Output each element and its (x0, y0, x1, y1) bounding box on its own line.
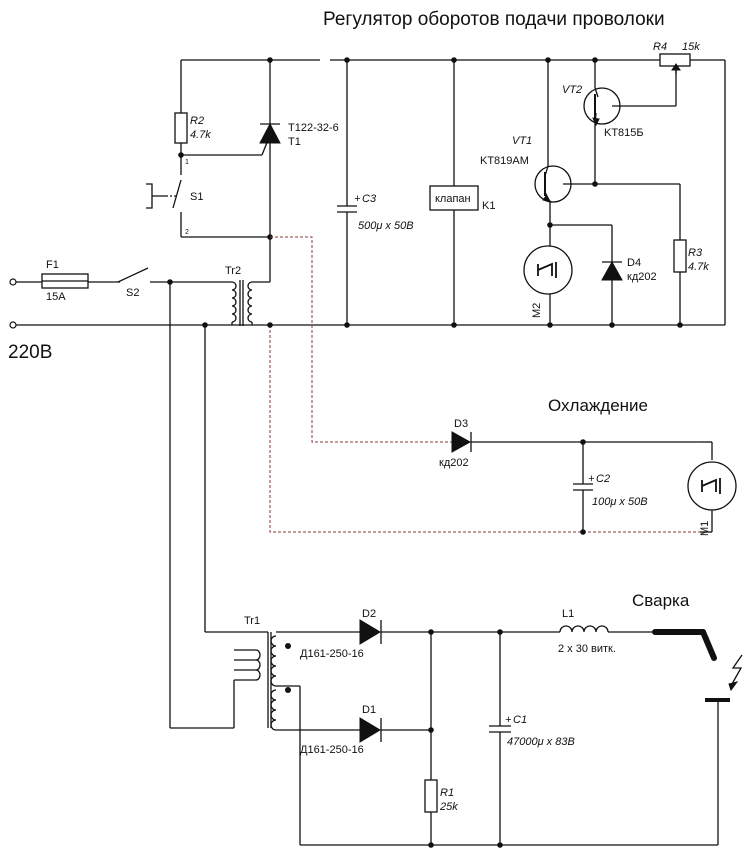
c2-value: 100μ x 50B (592, 496, 648, 508)
mains-terminal-bottom (9, 321, 17, 329)
transistor-vt1: VT1 KT819AM (480, 60, 595, 226)
c3-value: 500μ x 50B (358, 220, 414, 232)
s1-pin1: 1 (185, 159, 189, 166)
vt1-name: VT1 (512, 135, 532, 147)
mains-terminal-top (9, 278, 17, 286)
potentiometer-r4: R4 15k (653, 41, 700, 74)
title-wire-feed: Регулятор оборотов подачи проволоки (323, 9, 665, 30)
k1-name: K1 (482, 200, 495, 212)
vt1-part: KT819AM (480, 155, 529, 167)
vt2-name: VT2 (562, 84, 582, 96)
thyristor-t1: T122-32-6 T1 (181, 60, 339, 237)
svg-text:+: + (588, 473, 595, 485)
diode-d2: D2 Д161-250-16 (300, 608, 560, 660)
mains-input (9, 278, 725, 329)
k1-body: клапан (435, 193, 471, 205)
r4-name: R4 (653, 41, 667, 53)
r4-value: 15k (682, 41, 700, 53)
switch-s2: S2 (117, 267, 232, 299)
f1-name: F1 (46, 259, 59, 271)
r1-value: 25k (439, 801, 458, 813)
title-mains: 220В (8, 342, 52, 363)
capacitor-c1: + C1 47000μ x 83B (489, 632, 575, 848)
switch-s1: 1 S1 2 (146, 159, 273, 240)
m2-name: M2 (531, 303, 543, 318)
d2-part: Д161-250-16 (300, 648, 364, 660)
cooling-circuit (267, 236, 700, 533)
arc-icon (728, 654, 743, 692)
resistor-r3: R3 4.7k (595, 183, 709, 328)
diode-d3: D3 кд202 (439, 418, 700, 469)
d2-name: D2 (362, 608, 376, 620)
c2-name: C2 (596, 473, 610, 485)
d3-part: кд202 (439, 457, 469, 469)
transformer-tr1: Tr1 (233, 615, 360, 845)
c3-name: C3 (362, 193, 377, 205)
r3-value: 4.7k (688, 261, 709, 273)
welding-torch (652, 629, 717, 661)
r1-name: R1 (440, 787, 454, 799)
title-welding: Сварка (632, 591, 690, 610)
l1-value: 2 x 30 витк. (558, 643, 616, 655)
resistor-r1: R1 25k (424, 779, 458, 848)
t1-part: T122-32-6 (288, 122, 339, 134)
d1-part: Д161-250-16 (300, 744, 364, 756)
motor-m1: M1 (687, 441, 737, 536)
fuse-f1: F1 15A (41, 259, 120, 303)
transistor-vt2: VT2 KT815Б (562, 60, 677, 187)
diode-d1: D1 Д161-250-16 (300, 704, 431, 756)
t1-name: T1 (288, 136, 301, 148)
d4-part: кд202 (627, 271, 657, 283)
capacitor-c3: + C3 500μ x 50B (337, 60, 414, 328)
workpiece (705, 698, 730, 845)
r3-name: R3 (688, 247, 703, 259)
resistor-r2: R2 4.7k (174, 60, 211, 175)
diode-d4: D4 кд202 (550, 224, 657, 328)
m1-name: M1 (699, 521, 711, 536)
svg-text:+: + (505, 714, 512, 726)
s1-pin2: 2 (185, 229, 189, 236)
tr2-name: Tr2 (225, 265, 241, 277)
d1-name: D1 (362, 704, 376, 716)
relay-k1: клапан K1 (429, 60, 495, 328)
d3-name: D3 (454, 418, 468, 430)
inductor-l1: L1 2 x 30 витк. (558, 608, 655, 655)
vt2-part: KT815Б (604, 127, 644, 139)
r2-name: R2 (190, 115, 204, 127)
d4-name: D4 (627, 257, 641, 269)
title-cooling: Охлаждение (548, 396, 648, 415)
s2-name: S2 (126, 287, 139, 299)
tr1-name: Tr1 (244, 615, 260, 627)
r2-value: 4.7k (190, 129, 211, 141)
transformer-tr2: Tr2 (225, 237, 271, 326)
capacitor-c2: + C2 100μ x 50B (573, 442, 648, 535)
s1-name: S1 (190, 191, 203, 203)
l1-name: L1 (562, 608, 574, 620)
svg-text:+: + (354, 193, 361, 205)
f1-value: 15A (46, 291, 66, 303)
c1-value: 47000μ x 83B (507, 736, 575, 748)
motor-m2: M2 (523, 222, 573, 328)
c1-name: C1 (513, 714, 527, 726)
